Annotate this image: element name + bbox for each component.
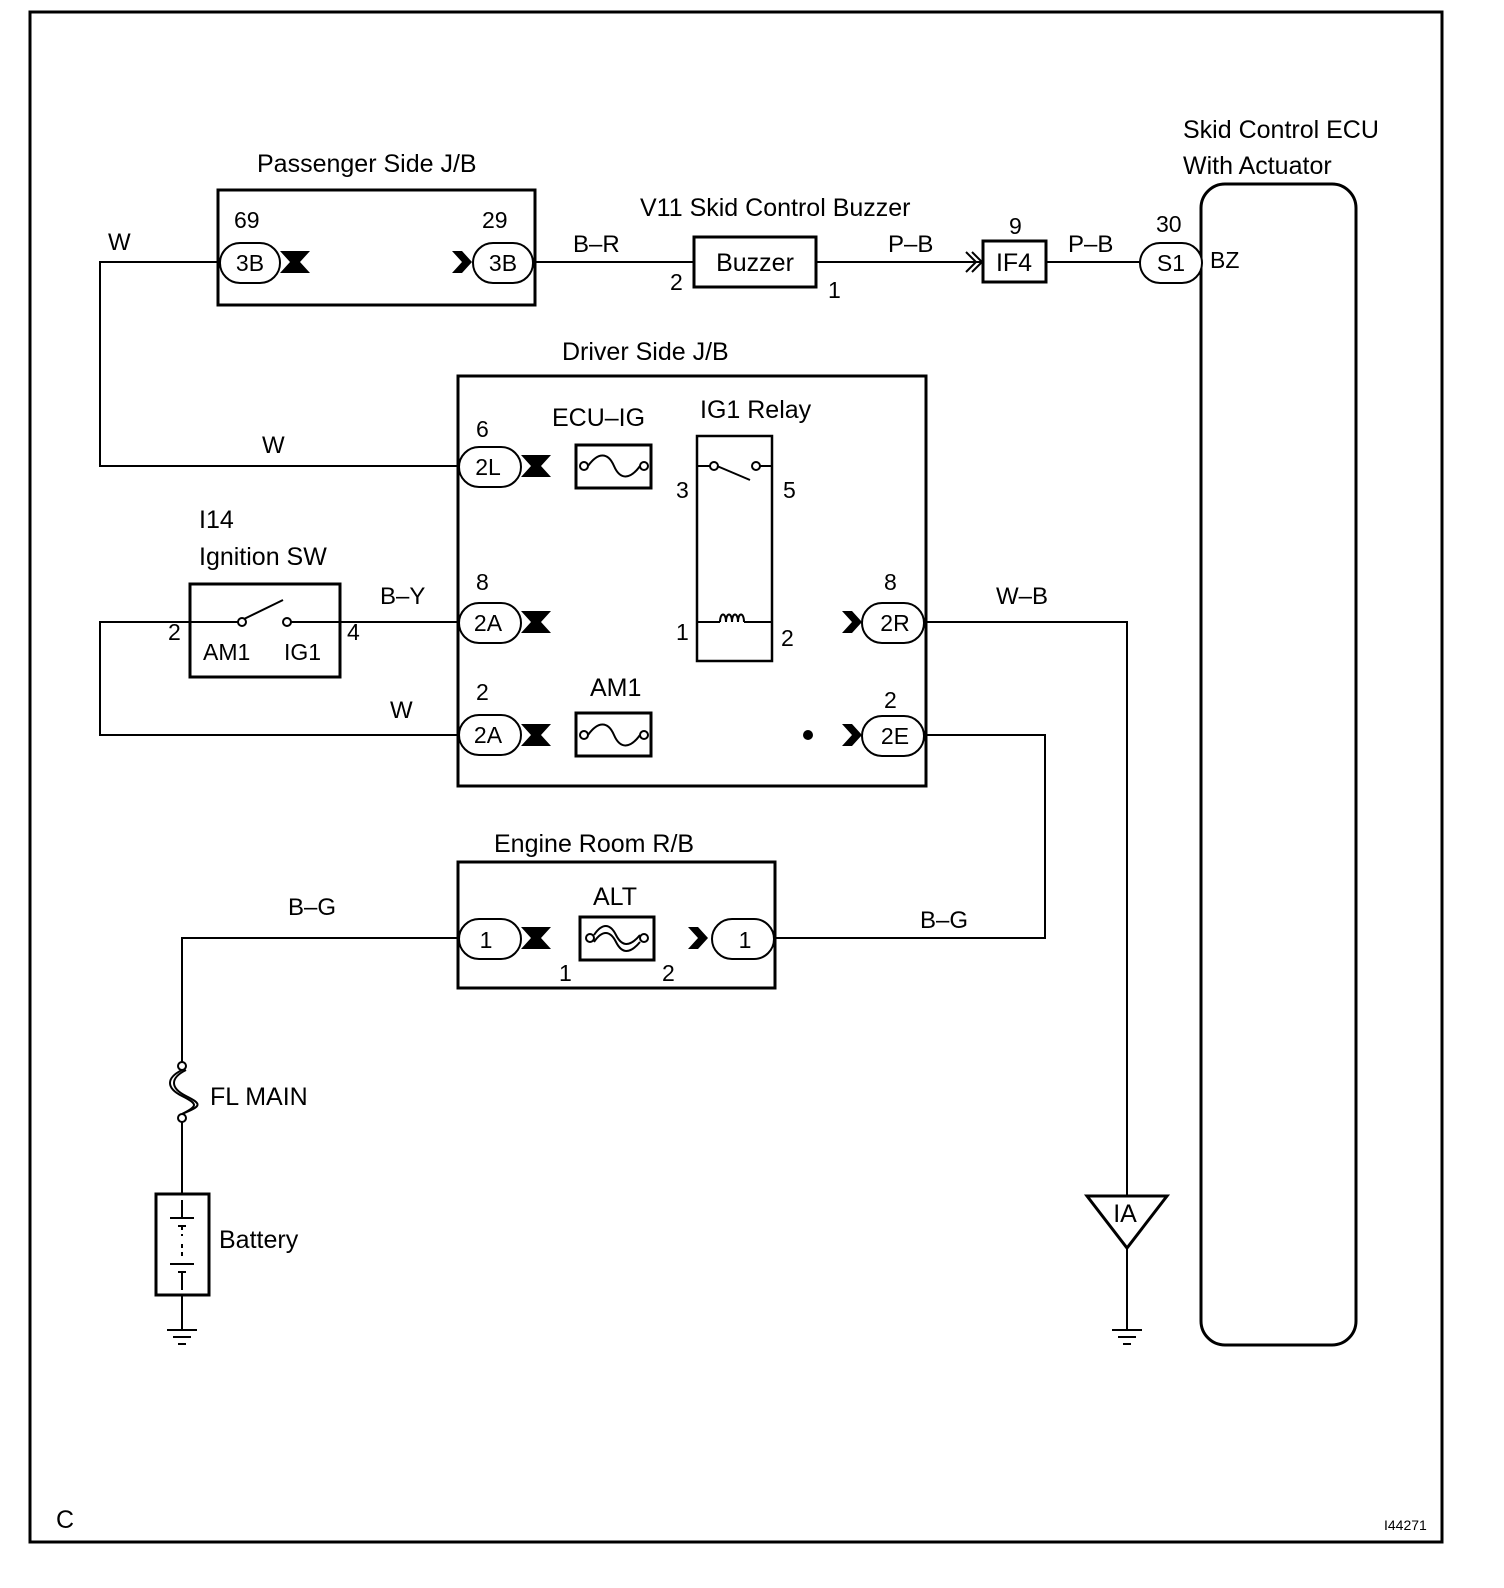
battery-label: Battery — [219, 1226, 299, 1254]
buzzer-label: Buzzer — [716, 249, 794, 277]
wire-color-w-b: W–B — [996, 583, 1048, 610]
ignition-pin-4: 4 — [347, 619, 360, 645]
ignition-pin-2: 2 — [168, 619, 181, 645]
connector-3b-left-label: 3B — [236, 250, 264, 276]
wire-color-b-y: B–Y — [380, 583, 425, 610]
s1-label: S1 — [1157, 250, 1185, 276]
if4-label: IF4 — [996, 249, 1032, 277]
engine-room-rb: Engine Room R/B 1 ALT 1 1 2 — [456, 830, 777, 990]
ground-battery — [167, 1329, 197, 1345]
relay-pin-2: 2 — [781, 625, 794, 651]
alt-pin-1: 1 — [559, 960, 572, 986]
switch-contact-icon — [243, 599, 284, 620]
connector-s1 — [1139, 242, 1203, 284]
connector-2a-bottom — [458, 714, 522, 756]
passenger-side-jb: Passenger Side J/B 69 29 3B 3B — [216, 150, 537, 307]
skid-control-buzzer: V11 Skid Control Buzzer Buzzer 2 1 — [640, 194, 911, 303]
relay-pin-3: 3 — [676, 477, 689, 503]
ground-ia: IA — [1083, 1194, 1171, 1345]
passenger-jb-title: Passenger Side J/B — [257, 150, 477, 178]
ignition-sw-title: Ignition SW — [199, 543, 327, 571]
engine-room-rb-title: Engine Room R/B — [494, 830, 694, 858]
rb-conn-right-label: 1 — [739, 927, 752, 953]
fl-main-fusible-link: FL MAIN — [169, 1061, 308, 1123]
conn-2a-bottom-label: 2A — [474, 722, 503, 748]
wire-color-p-b-1: P–B — [888, 231, 933, 258]
connector-1-left — [458, 918, 522, 960]
if4-pin: 9 — [1009, 213, 1022, 239]
skid-control-ecu: Skid Control ECU With Actuator S1 30 BZ — [1139, 116, 1379, 1347]
conn-2r-pin: 8 — [884, 569, 897, 595]
ecu-terminal-bz: BZ — [1210, 247, 1239, 273]
ignition-term-ig1: IG1 — [284, 639, 321, 665]
conn-2a-top-pin: 8 — [476, 569, 489, 595]
connector-3b-right-label: 3B — [489, 250, 517, 276]
wire-color-w-top: W — [108, 229, 131, 256]
ecu-title-line1: Skid Control ECU — [1183, 116, 1379, 144]
ecu-ig-label: ECU–IG — [552, 404, 645, 432]
buzzer-pin-1: 1 — [828, 277, 841, 303]
connector-2l — [458, 446, 522, 488]
conn-2a-bottom-pin: 2 — [476, 679, 489, 705]
fl-main-label: FL MAIN — [210, 1083, 308, 1111]
buzzer-pin-2: 2 — [670, 269, 683, 295]
connector-1-right — [711, 918, 775, 960]
fusible-link-icon — [169, 1069, 195, 1115]
diagram-frame — [28, 10, 1444, 1544]
ground-point-icon — [1083, 1194, 1171, 1251]
figure-id: I44271 — [1384, 1517, 1427, 1533]
conn-2l-pin: 6 — [476, 416, 489, 442]
connector-2a-top — [458, 602, 522, 644]
battery: Battery — [154, 1192, 299, 1297]
connector-3b-right — [472, 242, 534, 284]
alt-fuse-label: ALT — [593, 883, 637, 911]
section-letter: C — [56, 1506, 74, 1534]
wire-color-w-2a: W — [390, 697, 413, 724]
ig1-relay-box — [695, 434, 774, 663]
buzzer-title: V11 Skid Control Buzzer — [640, 194, 911, 222]
rb-conn-left-label: 1 — [480, 927, 493, 953]
ia-label: IA — [1113, 1200, 1137, 1228]
ecu-title-line2: With Actuator — [1183, 152, 1332, 180]
connector-if4: IF4 9 — [965, 213, 1048, 284]
connector-2r — [861, 602, 925, 644]
driver-side-jb: Driver Side J/B 6 2L ECU–IG IG1 Relay 3 … — [456, 338, 928, 788]
wire-color-w-2l: W — [262, 432, 285, 459]
conn-2e-label: 2E — [881, 723, 909, 749]
relay-contact-icon — [716, 465, 751, 481]
inline-connector-icon — [965, 251, 978, 273]
ignition-term-am1: AM1 — [203, 639, 250, 665]
conn-2l-label: 2L — [475, 454, 501, 480]
s1-pin: 30 — [1156, 211, 1182, 237]
wire-color-b-r: B–R — [573, 231, 620, 258]
passenger-jb-pin-69: 69 — [234, 207, 260, 233]
ignition-switch: I14 Ignition SW AM1 IG1 2 4 — [168, 506, 360, 679]
connector-2e — [861, 715, 925, 757]
wire-color-p-b-2: P–B — [1068, 231, 1113, 258]
relay-coil-icon — [719, 613, 745, 623]
conn-2a-top-label: 2A — [474, 610, 503, 636]
connector-3b-left — [219, 242, 281, 284]
wire-color-b-g-left: B–G — [288, 894, 336, 921]
relay-pin-5: 5 — [783, 477, 796, 503]
wire-color-b-g-right: B–G — [920, 907, 968, 934]
conn-2r-label: 2R — [880, 610, 909, 636]
relay-pin-1: 1 — [676, 619, 689, 645]
ignition-sw-code: I14 — [199, 506, 234, 534]
am1-fuse-label: AM1 — [590, 674, 641, 702]
conn-2e-pin: 2 — [884, 687, 897, 713]
alt-pin-2: 2 — [662, 960, 675, 986]
wire-color-labels: W B–R P–B P–B W B–Y W–B W B–G B–G — [108, 229, 1113, 934]
driver-jb-title: Driver Side J/B — [562, 338, 729, 366]
ig1-relay-label: IG1 Relay — [700, 396, 812, 424]
passenger-jb-pin-29: 29 — [482, 207, 508, 233]
junction-dot-icon — [803, 730, 813, 740]
